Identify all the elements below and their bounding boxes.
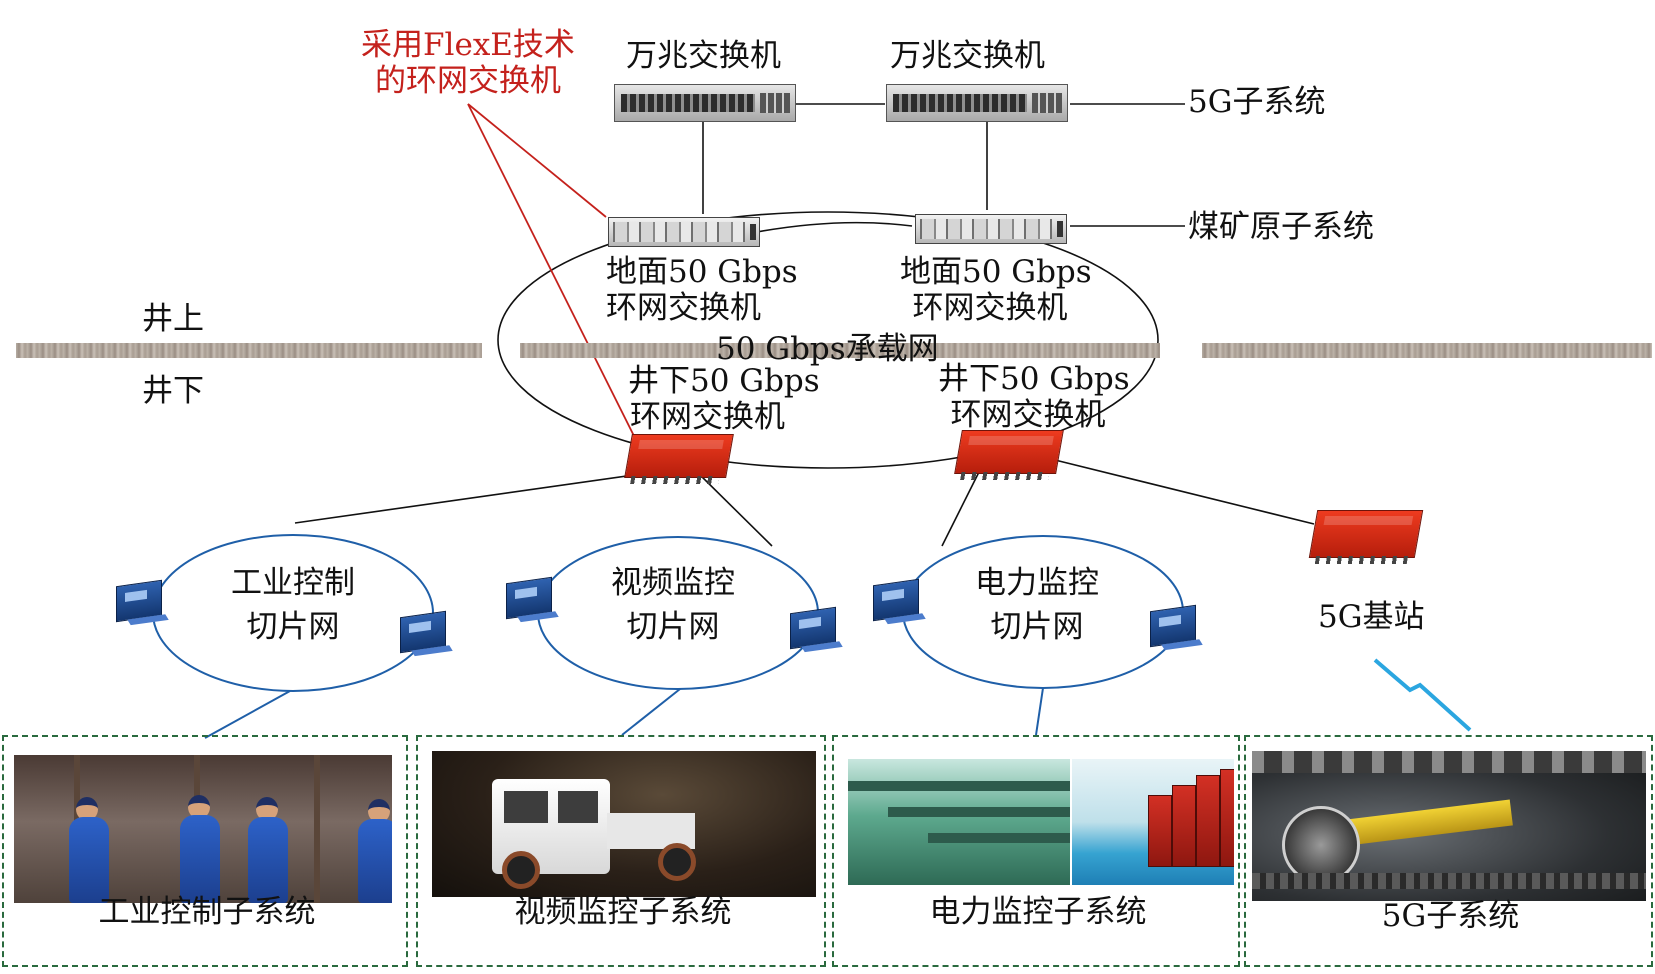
subsystem-5g-panel: 5G子系统	[1244, 735, 1653, 967]
access-node-icon	[400, 610, 453, 657]
access-node-icon	[116, 579, 169, 626]
wireless-link	[1373, 658, 1472, 732]
link-to-power-slice	[941, 469, 981, 547]
power-slice-line2: 切片网	[990, 608, 1084, 645]
subsystem-5g-caption: 5G子系统	[1381, 898, 1520, 934]
bearer-ring	[497, 211, 1159, 469]
bearer-network-label: 50 Gbps承载网	[716, 331, 939, 367]
link-to-base-station	[1054, 459, 1315, 525]
rack-switch-icon	[886, 84, 1068, 122]
access-node-icon	[873, 578, 926, 625]
coal-subsystem-label: 煤矿原子系统	[1188, 209, 1374, 245]
rack-switch-icon	[614, 84, 796, 122]
surface-interlink	[756, 221, 913, 233]
access-node-icon	[790, 606, 843, 653]
industrial-control-panel: 工业控制子系统	[2, 735, 408, 967]
underground-switch-2-line1: 井下50 Gbps	[938, 361, 1130, 397]
mine-vehicle-photo	[432, 751, 816, 897]
video-slice-line2: 切片网	[626, 608, 720, 645]
power-monitoring-panel: 电力监控子系统	[832, 735, 1240, 967]
surface-switch-2-line1: 地面50 Gbps	[900, 254, 1092, 290]
industrial-slice-line2: 切片网	[246, 608, 340, 645]
industrial-slice-line1: 工业控制	[231, 565, 355, 601]
core-switch-2-label: 万兆交换机	[890, 38, 1045, 74]
link-to-industrial-slice	[294, 471, 656, 524]
industrial-slice-label: 工业控制 切片网	[203, 565, 383, 645]
industrial-control-caption: 工业控制子系统	[98, 894, 316, 930]
core-switch-1-label: 万兆交换机	[626, 38, 781, 74]
power-slice-line1: 电力监控	[975, 565, 1099, 601]
video-monitoring-caption: 视频监控子系统	[514, 894, 732, 930]
flexe-annotation-line2: 的环网交换机	[375, 62, 561, 99]
zone-above-label: 井上	[142, 301, 204, 337]
underground-switch-1-label: 井下50 Gbps 环网交换机	[628, 363, 820, 435]
explosion-proof-box-icon	[954, 430, 1064, 480]
flexe-pointer-underground	[467, 103, 636, 439]
pump-hall-photo	[848, 759, 1070, 885]
ground-strata-left	[16, 343, 482, 358]
surface-switch-2-line2: 环网交换机	[912, 289, 1068, 326]
surface-switch-2-label: 地面50 Gbps 环网交换机	[900, 254, 1092, 326]
flexe-annotation: 采用FlexE技术 的环网交换机	[358, 27, 578, 99]
surface-switch-1-line2: 环网交换机	[606, 289, 761, 326]
access-node-icon	[506, 576, 559, 623]
underground-switch-2-line2: 环网交换机	[950, 396, 1106, 433]
power-monitoring-caption: 电力监控子系统	[929, 894, 1147, 930]
video-to-panel	[621, 688, 681, 736]
industrial-to-panel	[204, 690, 291, 739]
video-slice-label: 视频监控 切片网	[583, 565, 763, 645]
subsystem-5g-label: 5G子系统	[1188, 84, 1326, 120]
ground-strata-right	[1202, 343, 1652, 358]
flexe-pointer-surface	[467, 103, 607, 218]
underground-switch-2-label: 井下50 Gbps 环网交换机	[938, 361, 1130, 433]
shearer-photo	[1252, 751, 1646, 901]
video-monitoring-panel: 视频监控子系统	[416, 735, 826, 967]
flexe-annotation-line1: 采用FlexE技术	[361, 27, 575, 63]
underground-switch-1-line1: 井下50 Gbps	[628, 363, 820, 399]
zone-below-label: 井下	[142, 373, 204, 409]
ring-switch-icon	[608, 217, 760, 247]
ring-switch-icon	[915, 214, 1067, 244]
ground-strata-middle	[520, 343, 1160, 358]
switch-room-photo	[1072, 759, 1234, 885]
video-slice-line1: 视频监控	[611, 565, 735, 601]
surface-switch-1-line1: 地面50 Gbps	[606, 254, 798, 290]
power-slice-label: 电力监控 切片网	[947, 565, 1127, 645]
access-node-icon	[1150, 604, 1203, 651]
explosion-proof-box-icon	[624, 434, 734, 484]
surface-switch-1-label: 地面50 Gbps 环网交换机	[606, 254, 798, 326]
explosion-proof-box-icon	[1308, 510, 1424, 564]
underground-switch-1-line2: 环网交换机	[630, 398, 785, 435]
miners-photo	[14, 755, 392, 903]
power-to-panel	[1035, 687, 1044, 736]
base-station-label: 5G基站	[1318, 599, 1425, 635]
